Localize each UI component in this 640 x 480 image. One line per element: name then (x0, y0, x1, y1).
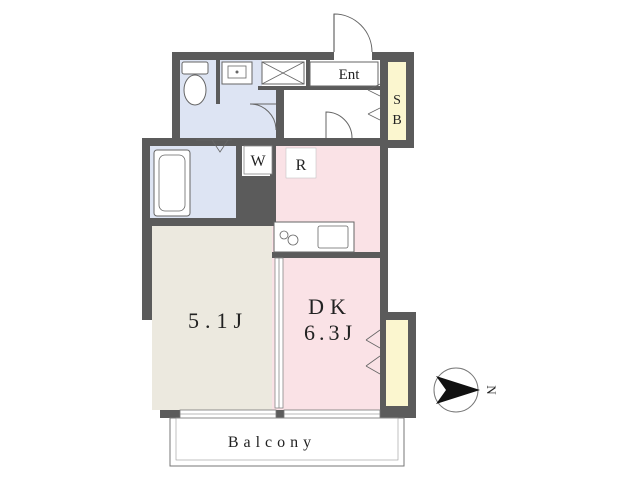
compass-arrow-icon (436, 376, 480, 404)
dk-name-label: DK (308, 294, 352, 319)
toilet-bowl (183, 74, 207, 106)
hall-door-swing (325, 111, 353, 139)
washer-label: W (250, 153, 266, 170)
toilet-tank (181, 61, 209, 75)
refrigerator-box (285, 147, 317, 179)
stove-burner-1 (279, 230, 289, 240)
dk-size-label: 6.3J (304, 320, 356, 345)
wall-storage-left (380, 316, 386, 410)
bathtub-inner (158, 154, 186, 212)
balcony-label: Balcony (228, 434, 316, 451)
compass-north-label: N (484, 385, 499, 395)
washbasin-drain (235, 70, 239, 74)
wall-washroom-hall (276, 86, 284, 138)
wall-toilet-washroom (216, 60, 220, 104)
wall-shoebox-left (380, 58, 388, 148)
washer-box (243, 145, 273, 175)
entrance-box (309, 61, 379, 87)
wall-bath-side (236, 140, 242, 224)
entrance-label: Ent (339, 67, 361, 83)
shoe-box-label-b: B (392, 113, 401, 128)
dk-floor (272, 146, 380, 410)
kitchen-sink (317, 225, 349, 249)
shoe-box-label-s: S (393, 93, 401, 108)
western-room-notch (152, 226, 278, 410)
wall-hall-dk (270, 138, 388, 146)
western-room-label: 5.1J (188, 308, 248, 333)
closet-cross-b (261, 61, 305, 85)
hallway-floor (284, 90, 380, 138)
shoe-box-door (367, 83, 381, 121)
entrance-door-swing (333, 13, 373, 53)
refrigerator-label: R (296, 157, 307, 174)
shoe-box-floor (388, 62, 406, 140)
balcony-inner (175, 417, 399, 461)
wall-room-dk-upper (272, 252, 382, 258)
wall-bath-room (142, 218, 276, 226)
wall-washer-right (270, 140, 276, 224)
wall-closet-side (306, 60, 310, 88)
stove-burner-2 (287, 234, 299, 246)
entrance-door-gap (334, 48, 372, 60)
storage-floor (386, 320, 408, 406)
compass: N (433, 367, 499, 413)
bathroom-door (196, 139, 232, 153)
washroom-door-swing (249, 103, 277, 131)
storage-door (365, 329, 381, 375)
wall-closet-bottom (258, 86, 384, 90)
wall-bath-top (142, 138, 276, 146)
